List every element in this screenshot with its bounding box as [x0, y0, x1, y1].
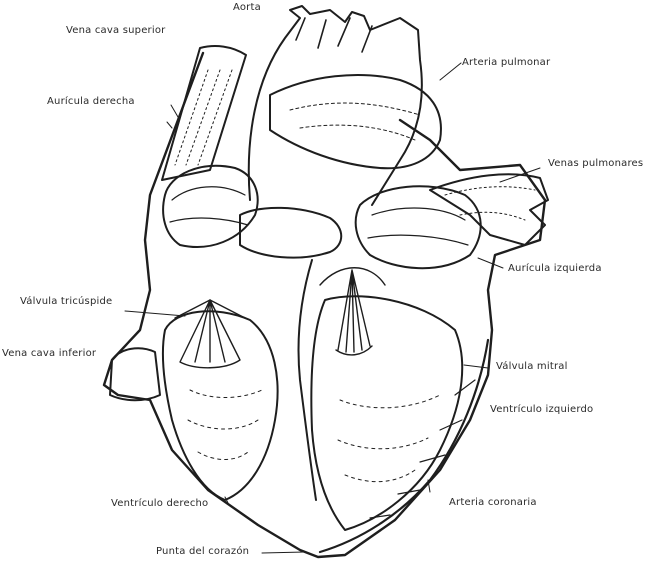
right-atrium-inner — [170, 187, 248, 225]
left-ventricle-cavity — [311, 296, 462, 530]
leader-lines — [125, 63, 540, 553]
septum — [299, 260, 317, 500]
label-aorta: Aorta — [233, 2, 261, 14]
label-auricula-izquierda: Aurícula izquierda — [508, 263, 602, 275]
left-atrium-inner — [368, 208, 468, 245]
mitral-valve-shape — [320, 268, 385, 355]
right-atrium-chamber — [163, 166, 258, 247]
label-punta-del-corazon: Punta del corazón — [156, 546, 249, 558]
label-arteria-pulmonar: Arteria pulmonar — [462, 57, 550, 69]
pulmonary-veins-shape — [430, 174, 548, 245]
aorta-branch-1 — [296, 18, 326, 48]
inferior-vena-cava-shape — [110, 348, 160, 400]
label-auricula-derecha: Aurícula derecha — [47, 96, 135, 108]
superior-vena-cava-shape — [162, 46, 246, 180]
label-valvula-mitral: Válvula mitral — [496, 361, 568, 373]
label-valvula-tricuspide: Válvula tricúspide — [20, 296, 112, 308]
trabeculae — [188, 390, 440, 482]
svc-shading — [175, 70, 232, 165]
label-vena-cava-inferior: Vena cava inferior — [2, 348, 96, 360]
label-arteria-coronaria: Arteria coronaria — [449, 497, 537, 509]
label-ventriculo-izquierdo: Ventrículo izquierdo — [490, 404, 593, 416]
label-ventriculo-derecho: Ventrículo derecho — [111, 498, 208, 510]
heart-outline — [104, 53, 545, 557]
left-atrium-chamber — [356, 186, 481, 268]
pulmonary-artery-shape — [270, 75, 441, 168]
label-venas-pulmonares: Venas pulmonares — [548, 158, 643, 170]
aorta-shape — [249, 6, 422, 205]
tricuspid-valve-shape — [175, 300, 245, 368]
label-vena-cava-superior: Vena cava superior — [66, 25, 165, 37]
